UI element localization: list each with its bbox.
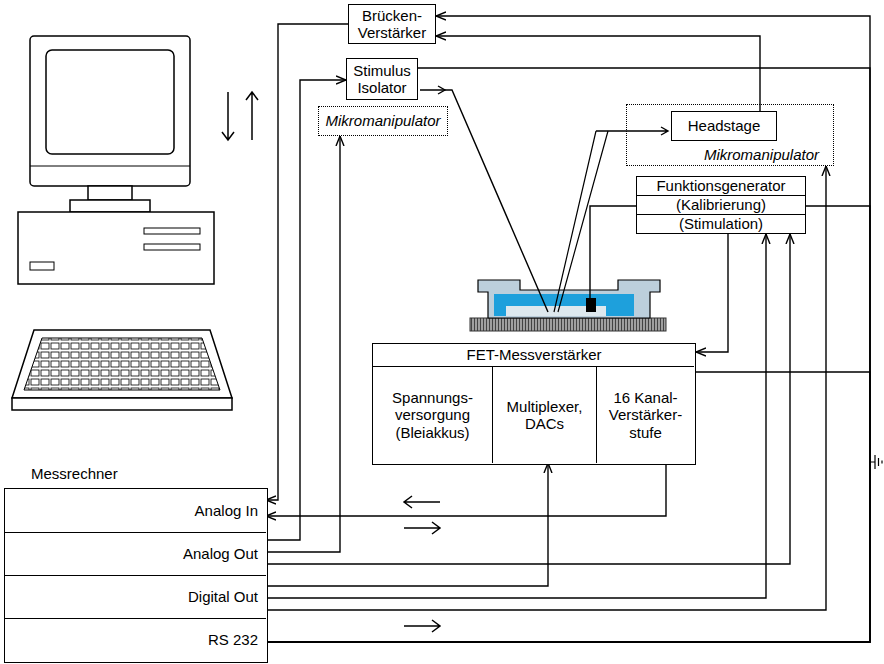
ground-symbol bbox=[870, 455, 882, 469]
signal-connector bbox=[266, 206, 870, 642]
reference-electrode bbox=[586, 298, 596, 312]
keyboard-keys bbox=[24, 338, 220, 390]
signal-connector bbox=[266, 234, 766, 598]
keyboard bbox=[12, 330, 232, 398]
box-label: Multiplexer, DACs bbox=[497, 398, 592, 433]
box-label: Stimulus Isolator bbox=[351, 62, 413, 97]
signal-connector bbox=[266, 80, 346, 540]
box-label: Digital Out bbox=[188, 588, 258, 605]
signal-connector bbox=[266, 68, 870, 642]
signal-connector bbox=[436, 36, 760, 111]
signal-connector bbox=[266, 463, 666, 516]
signal-connector bbox=[696, 234, 728, 352]
keyboard-front bbox=[12, 398, 232, 410]
computer-ports: MessrechnerAnalog InAnalog OutDigital Ou… bbox=[4, 488, 268, 663]
box-label: Analog In bbox=[195, 502, 258, 519]
signal-connector bbox=[266, 166, 826, 610]
power-cell: Spannungs- versorgung (Bleiakkus) bbox=[373, 366, 493, 463]
signal-connector bbox=[266, 136, 340, 552]
box-label: (Kalibrierung) bbox=[637, 195, 805, 214]
isolator-box: Stimulus Isolator bbox=[346, 58, 418, 100]
box-label: Funktionsgenerator bbox=[637, 177, 805, 195]
signal-connector bbox=[266, 372, 870, 642]
drive-slot bbox=[144, 228, 200, 234]
headstage-box: Headstage bbox=[671, 111, 777, 141]
monitor-base bbox=[70, 200, 150, 212]
direction-arrow bbox=[246, 92, 258, 140]
box-label: (Stimulation) bbox=[637, 214, 805, 233]
manipulator-group: Mikromanipulator Headstage bbox=[626, 104, 834, 166]
port-row: Analog In bbox=[5, 489, 266, 532]
amplifier-box: Brücken- Verstärker bbox=[348, 4, 436, 44]
port-row: Analog Out bbox=[5, 532, 266, 575]
box-label: Spannungs- versorgung (Bleiakkus) bbox=[377, 389, 488, 441]
signal-connector bbox=[266, 463, 548, 586]
direction-arrow bbox=[404, 496, 440, 508]
direction-arrow bbox=[404, 620, 440, 632]
recording-pipette bbox=[554, 131, 608, 312]
box-label: RS 232 bbox=[208, 631, 258, 648]
amplifier-unit: FET-MessverstärkerSpannungs- versorgung … bbox=[372, 343, 696, 465]
desktop-unit bbox=[18, 212, 214, 284]
drive-slot bbox=[144, 244, 200, 250]
generator-box: Funktionsgenerator(Kalibrierung)(Stimula… bbox=[636, 176, 806, 234]
chip-carrier bbox=[470, 318, 666, 331]
monitor-chin bbox=[30, 166, 190, 167]
signal-connector bbox=[266, 24, 348, 500]
direction-arrow bbox=[404, 522, 440, 534]
box-label: Headstage bbox=[676, 117, 772, 134]
box-label: FET-Messverstärker bbox=[373, 344, 695, 365]
box-label: Mikromanipulator bbox=[704, 146, 819, 163]
box-label: Brücken- Verstärker bbox=[353, 7, 431, 42]
box-label: Mikromanipulator bbox=[323, 112, 443, 129]
manipulator-box: Mikromanipulator bbox=[318, 106, 448, 136]
box-label: Messrechner bbox=[31, 465, 118, 482]
box-label: Analog Out bbox=[183, 545, 258, 562]
direction-arrow bbox=[222, 92, 234, 140]
arrow-head bbox=[438, 86, 445, 94]
port-row: Digital Out bbox=[5, 575, 266, 618]
box-label: 16 Kanal- Verstärker- stufe bbox=[601, 389, 690, 441]
amplifier-stage-cell: 16 Kanal- Verstärker- stufe bbox=[597, 366, 694, 463]
monitor-screen bbox=[46, 50, 174, 154]
multiplexer-cell: Multiplexer, DACs bbox=[493, 366, 597, 463]
signal-connector bbox=[266, 234, 790, 564]
monitor-neck bbox=[88, 186, 132, 200]
power-button bbox=[30, 262, 54, 270]
monitor bbox=[30, 36, 190, 186]
calibration-wire bbox=[590, 206, 636, 298]
culture-medium bbox=[494, 294, 634, 316]
dish-frame bbox=[478, 280, 660, 318]
signal-connector bbox=[266, 16, 870, 642]
port-row: RS 232 bbox=[5, 618, 266, 661]
